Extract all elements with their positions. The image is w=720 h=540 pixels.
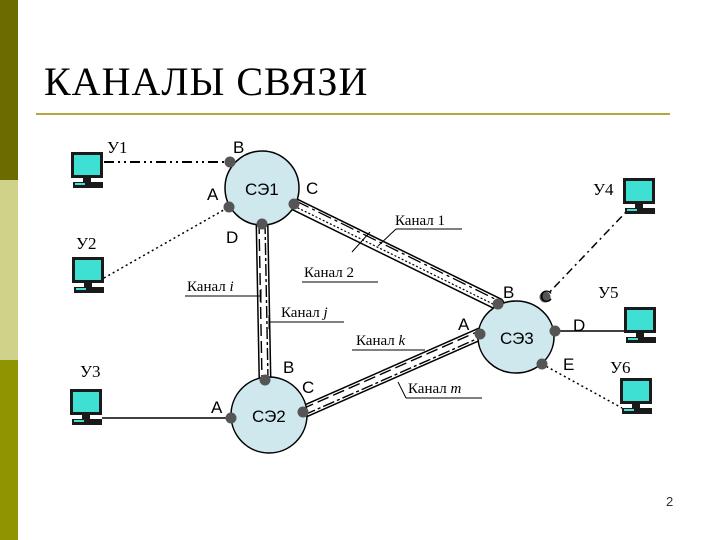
sidebar-block-bottom	[0, 360, 18, 540]
port-se3-d	[549, 325, 561, 337]
computer-monitor-icon	[624, 307, 656, 343]
terminal-label-y6: У6	[610, 358, 631, 377]
port-label-se3-c: C	[540, 287, 552, 306]
port-se3-e	[536, 358, 548, 370]
computer-monitor-icon	[70, 389, 102, 425]
node-se2[interactable]: СЭ2	[230, 376, 308, 454]
computer-monitor-icon	[620, 378, 652, 414]
terminal-y4[interactable]: У4	[593, 178, 655, 214]
slide-title: КАНАЛЫ СВЯЗИ	[44, 59, 369, 104]
label-channel-m: Канал m	[408, 381, 462, 397]
node-se1[interactable]: СЭ1	[224, 150, 300, 226]
leader-ch1	[377, 228, 397, 247]
leader-ch2	[351, 231, 371, 253]
slide-sidebar	[0, 0, 18, 540]
port-se2-b	[259, 374, 271, 386]
port-se2-c	[297, 406, 309, 418]
port-se3-a	[474, 328, 486, 340]
computer-monitor-icon	[71, 152, 103, 188]
port-se1-b	[224, 156, 236, 168]
port-se3-c	[539, 291, 551, 303]
port-se2-a	[225, 412, 237, 424]
label-channel-k: Канал k	[356, 333, 406, 349]
trunk-se1-se2	[255, 215, 272, 387]
title-underline	[36, 113, 670, 115]
port-se1-c	[288, 198, 300, 210]
svg-text:СЭ3: СЭ3	[500, 329, 534, 348]
port-label-se2-b: B	[283, 358, 294, 377]
terminal-label-y1: У1	[107, 138, 128, 157]
label-channel-2: Канал 2	[304, 265, 354, 281]
sidebar-block-middle	[0, 180, 18, 360]
svg-text:СЭ2: СЭ2	[252, 407, 286, 426]
terminal-y3[interactable]: У3	[70, 362, 102, 425]
terminal-y1[interactable]: У1	[71, 138, 128, 188]
port-label-se2-c: C	[302, 378, 314, 397]
label-channel-1: Канал 1	[395, 213, 445, 229]
link-y2-se1	[103, 206, 230, 279]
label-channel-i: Канал i	[187, 279, 234, 295]
port-label-se1-a: A	[207, 185, 219, 204]
computer-monitor-icon	[623, 178, 655, 214]
sidebar-block-top	[0, 0, 18, 180]
svg-text:СЭ1: СЭ1	[245, 180, 279, 199]
terminal-label-y4: У4	[593, 180, 614, 199]
terminal-label-y2: У2	[76, 234, 97, 253]
label-channel-j: Канал j	[281, 305, 328, 321]
link-y4-se3	[544, 211, 627, 298]
port-label-se2-a: A	[211, 398, 223, 417]
trunk-se2-se3	[296, 327, 487, 419]
leader-chm	[397, 381, 407, 399]
terminal-label-y3: У3	[80, 362, 101, 381]
computer-monitor-icon	[72, 257, 104, 293]
port-label-se3-e: E	[563, 355, 574, 374]
terminal-y2[interactable]: У2	[72, 234, 104, 293]
port-se1-a	[223, 201, 235, 213]
terminal-y5[interactable]: У5	[598, 283, 656, 343]
terminal-label-y5: У5	[598, 283, 619, 302]
port-label-se1-d: D	[226, 228, 238, 247]
port-label-se3-a: A	[458, 315, 470, 334]
port-se1-d	[256, 218, 268, 230]
page-number: 2	[666, 494, 674, 509]
port-label-se1-c: C	[306, 179, 318, 198]
port-label-se3-b: B	[503, 283, 514, 302]
port-label-se1-b: B	[233, 138, 244, 157]
node-se3[interactable]: СЭ3	[477, 300, 555, 374]
link-y6-se3	[541, 363, 623, 409]
trunk-se1-se3	[287, 197, 505, 311]
port-se3-b	[492, 298, 504, 310]
port-label-se3-d: D	[573, 316, 585, 335]
terminal-y6[interactable]: У6	[610, 358, 652, 414]
